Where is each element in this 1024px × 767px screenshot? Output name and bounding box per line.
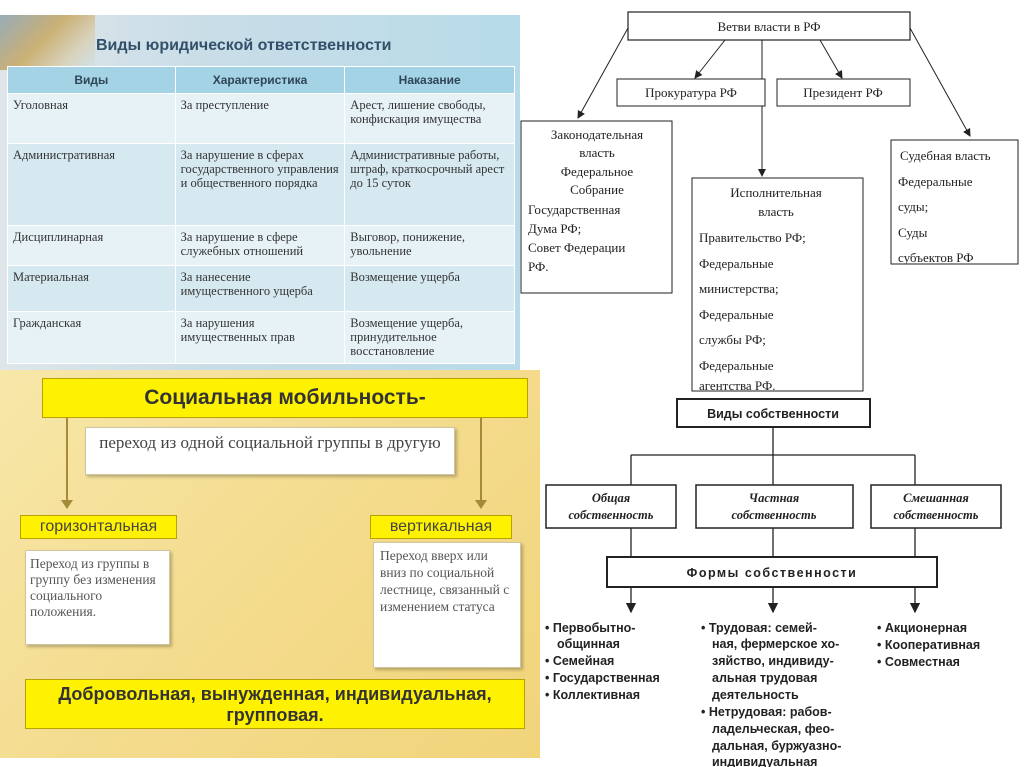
- private-form-item: зяйство, индивиду-: [712, 654, 834, 668]
- legislative-line: Федеральное: [561, 164, 634, 179]
- judicial-line: Судебная власть: [900, 148, 991, 163]
- executive-line: Правительство РФ;: [699, 230, 806, 245]
- private-form-item: • Нетрудовая: рабов-: [701, 705, 832, 719]
- root-label: Ветви власти в РФ: [717, 19, 820, 34]
- legislative-line: Законодательная: [551, 127, 643, 142]
- legislative-line: Собрание: [570, 182, 624, 197]
- kind-mixed-label: Смешанная: [903, 491, 969, 505]
- private-form-item: ная, фермерское хо-: [712, 637, 839, 651]
- private-form-item: деятельность: [712, 688, 799, 702]
- judicial-line: Суды: [898, 225, 928, 240]
- prosecutor-label: Прокуратура РФ: [645, 85, 737, 100]
- executive-line: Исполнительная: [730, 185, 821, 200]
- mixed-form-item: • Акционерная: [877, 621, 967, 635]
- legislative-line: РФ.: [528, 259, 549, 274]
- executive-line: агентства РФ.: [699, 378, 775, 393]
- executive-line: Федеральные: [699, 358, 774, 373]
- judicial-line: субъектов РФ: [898, 250, 974, 265]
- kind-private-label: собственность: [732, 508, 817, 522]
- arrow-to-prosecutor: [695, 40, 725, 78]
- president-label: Президент РФ: [803, 85, 882, 100]
- common-form-item: • Семейная: [545, 654, 614, 668]
- property-title: Виды собственности: [707, 407, 839, 421]
- arrow-to-judicial: [910, 28, 970, 136]
- executive-line: Федеральные: [699, 307, 774, 322]
- executive-line: власть: [758, 204, 794, 219]
- power-branches-diagram: Ветви власти в РФ Прокуратура РФ Президе…: [521, 12, 1018, 393]
- forms-title: Формы собственности: [687, 566, 858, 580]
- common-form-item: общинная: [557, 637, 620, 651]
- legislative-line: власть: [579, 145, 615, 160]
- private-form-item: ладельческая, фео-: [712, 722, 834, 736]
- executive-line: Федеральные: [699, 256, 774, 271]
- common-form-item: • Первобытно-: [545, 621, 635, 635]
- legislative-line: Совет Федерации: [528, 240, 625, 255]
- legislative-line: Дума РФ;: [528, 221, 581, 236]
- kind-common-label: собственность: [569, 508, 654, 522]
- kind-common-label: Общая: [592, 491, 631, 505]
- common-form-item: • Коллективная: [545, 688, 640, 702]
- private-form-item: дальная, буржуазно-: [712, 739, 841, 753]
- executive-line: службы РФ;: [699, 332, 766, 347]
- private-form-item: • Трудовая: семей-: [701, 621, 817, 635]
- mixed-form-item: • Совместная: [877, 655, 960, 669]
- kind-private-label: Частная: [749, 491, 800, 505]
- private-form-item: индивидуальная: [712, 755, 817, 767]
- property-diagram: Виды собственности Общая собственность Ч…: [545, 399, 1001, 767]
- legislative-line: Государственная: [528, 202, 620, 217]
- common-form-item: • Государственная: [545, 671, 660, 685]
- judicial-line: суды;: [898, 199, 928, 214]
- arrow-to-president: [820, 40, 842, 78]
- mixed-form-item: • Кооперативная: [877, 638, 980, 652]
- executive-line: министерства;: [699, 281, 779, 296]
- judicial-line: Федеральные: [898, 174, 973, 189]
- kind-mixed-label: собственность: [894, 508, 979, 522]
- private-form-item: альная трудовая: [712, 671, 817, 685]
